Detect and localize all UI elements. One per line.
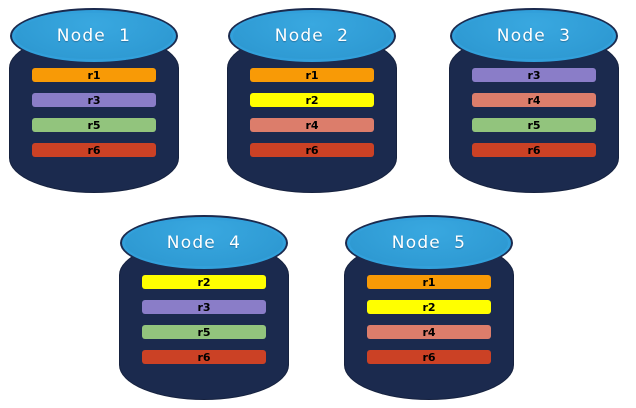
replica-list: r1 r3 r5 r6 bbox=[32, 68, 156, 157]
replica-bar[interactable]: r1 bbox=[367, 275, 491, 289]
replica-bar[interactable]: r5 bbox=[32, 118, 156, 132]
replica-bar[interactable]: r2 bbox=[142, 275, 266, 289]
replica-bar[interactable]: r6 bbox=[367, 350, 491, 364]
node-label: Node 5 bbox=[391, 233, 467, 253]
replica-bar[interactable]: r6 bbox=[250, 143, 374, 157]
database-node-4[interactable]: Node 4 r2 r3 r5 r6 bbox=[120, 215, 288, 399]
database-node-5[interactable]: Node 5 r1 r2 r4 r6 bbox=[345, 215, 513, 399]
replica-bar[interactable]: r3 bbox=[142, 300, 266, 314]
replica-list: r1 r2 r4 r6 bbox=[367, 275, 491, 364]
replica-bar[interactable]: r4 bbox=[250, 118, 374, 132]
database-node-3[interactable]: Node 3 r3 r4 r5 r6 bbox=[450, 8, 618, 192]
replica-bar[interactable]: r2 bbox=[367, 300, 491, 314]
cylinder-top-icon bbox=[10, 8, 178, 64]
node-label: Node 1 bbox=[56, 26, 132, 46]
replica-bar[interactable]: r3 bbox=[472, 68, 596, 82]
node-label: Node 2 bbox=[274, 26, 350, 46]
database-node-1[interactable]: Node 1 r1 r3 r5 r6 bbox=[10, 8, 178, 192]
replica-bar[interactable]: r2 bbox=[250, 93, 374, 107]
replica-bar[interactable]: r3 bbox=[32, 93, 156, 107]
replica-list: r2 r3 r5 r6 bbox=[142, 275, 266, 364]
cylinder-top-icon bbox=[120, 215, 288, 271]
cylinder-top-icon bbox=[345, 215, 513, 271]
replica-bar[interactable]: r4 bbox=[367, 325, 491, 339]
replica-bar[interactable]: r1 bbox=[250, 68, 374, 82]
replica-bar[interactable]: r6 bbox=[472, 143, 596, 157]
replica-bar[interactable]: r5 bbox=[142, 325, 266, 339]
replica-list: r3 r4 r5 r6 bbox=[472, 68, 596, 157]
node-label: Node 3 bbox=[496, 26, 572, 46]
replica-list: r1 r2 r4 r6 bbox=[250, 68, 374, 157]
replica-bar[interactable]: r6 bbox=[142, 350, 266, 364]
node-label: Node 4 bbox=[166, 233, 242, 253]
cylinder-top-icon bbox=[228, 8, 396, 64]
replica-bar[interactable]: r4 bbox=[472, 93, 596, 107]
cylinder-top-icon bbox=[450, 8, 618, 64]
replica-bar[interactable]: r1 bbox=[32, 68, 156, 82]
database-node-2[interactable]: Node 2 r1 r2 r4 r6 bbox=[228, 8, 396, 192]
replica-bar[interactable]: r6 bbox=[32, 143, 156, 157]
replica-bar[interactable]: r5 bbox=[472, 118, 596, 132]
